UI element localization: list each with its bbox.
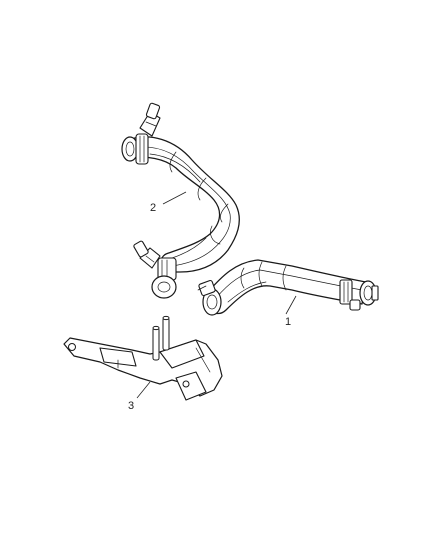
callout-1-label: 1 [285, 316, 291, 328]
bracket-part-3 [63, 315, 223, 401]
hose-part-1 [197, 259, 379, 316]
hose-part-2 [121, 102, 240, 299]
callout-3: 3 [128, 381, 151, 412]
lower-clamp [133, 240, 177, 299]
upper-clamp [121, 102, 161, 165]
part-1-right-clamp [339, 279, 379, 311]
callout-1: 1 [285, 295, 297, 328]
callout-2: 2 [150, 191, 187, 214]
bracket-studs [152, 315, 170, 361]
callout-3-label: 3 [128, 400, 134, 412]
part-1-left-clamp [197, 279, 222, 316]
callout-2-label: 2 [150, 202, 156, 214]
